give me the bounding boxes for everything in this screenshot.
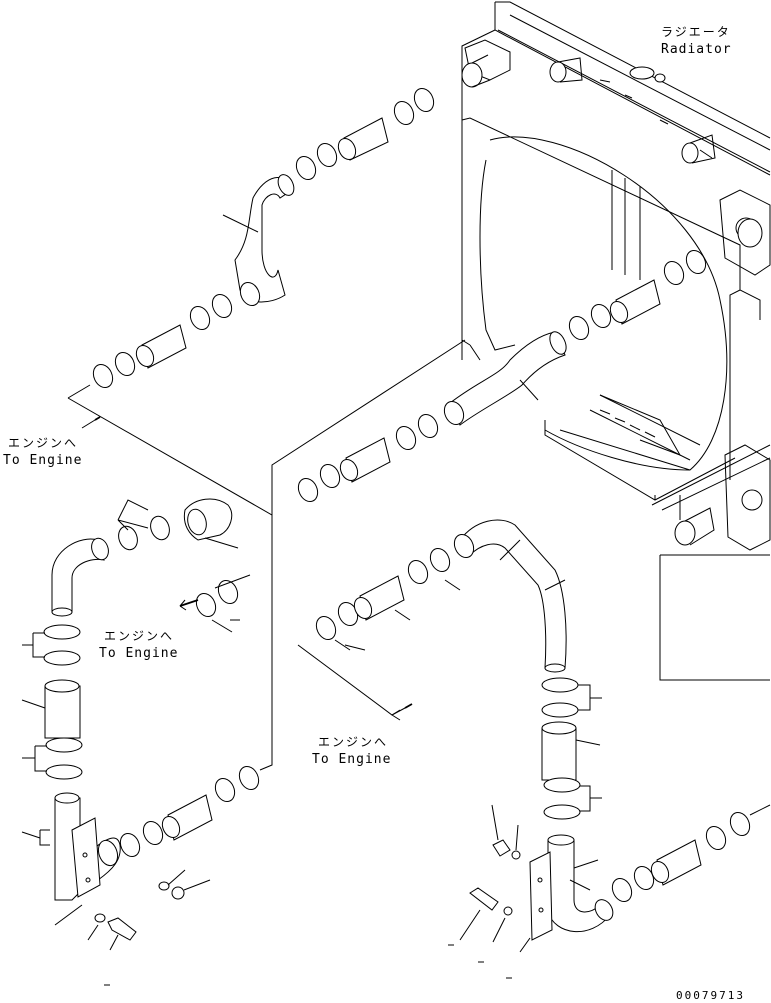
right-pipe-assembly xyxy=(297,519,771,979)
to-engine-label-2-en: To Engine xyxy=(99,646,179,661)
radiator-label-en: Radiator xyxy=(661,42,732,57)
middle-hose-line xyxy=(297,249,707,503)
drawing-code: 00079713 xyxy=(676,989,745,1002)
upper-hose-line xyxy=(67,87,466,516)
to-engine-label-2-jp: エンジンへ xyxy=(104,629,175,643)
to-engine-label-3-en: To Engine xyxy=(312,752,392,767)
to-engine-label-1-en: To Engine xyxy=(3,453,83,468)
radiator-assembly xyxy=(461,1,771,681)
radiator-label-jp: ラジエータ xyxy=(661,25,731,39)
to-engine-label-3-jp: エンジンへ xyxy=(318,735,389,749)
left-pipe-assembly xyxy=(21,498,273,986)
to-engine-label-1-jp: エンジンへ xyxy=(8,436,79,450)
